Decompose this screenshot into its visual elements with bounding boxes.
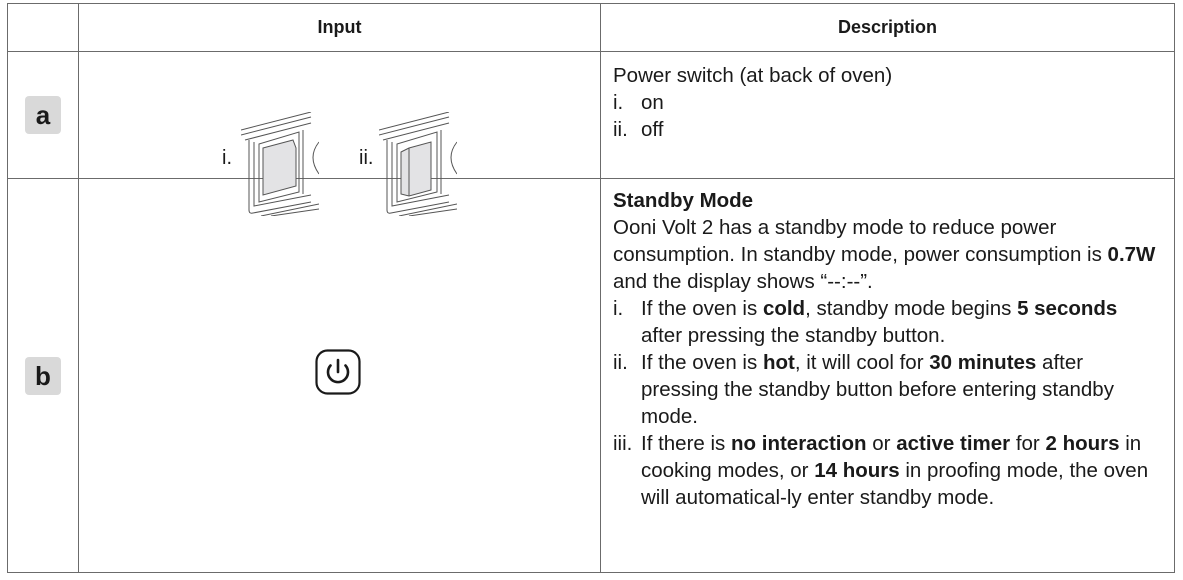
description-cell-b: Standby Mode Ooni Volt 2 has a standby m… [600,178,1175,573]
header-description: Description [600,3,1175,52]
description-list: i.If the oven is cold, standby mode begi… [613,295,1162,511]
list-item: ii.off [613,118,664,141]
list-item: iii.If there is no interaction or active… [613,432,1149,509]
key-badge-b: b [25,356,61,395]
description-intro: Ooni Volt 2 has a standby mode to reduce… [613,216,1156,293]
description-list: i.on ii.off [613,89,1162,143]
input-cell-a: i. ii. [78,51,601,216]
description-title: Standby Mode [613,189,754,212]
table-row-b: b Standby Mode Ooni Volt 2 has a standby… [7,178,1175,573]
list-item: i.on [613,91,664,114]
switch-label-off: ii. [359,147,374,169]
list-item: ii.If the oven is hot, it will cool for … [613,351,1114,428]
list-item: i.If the oven is cold, standby mode begi… [613,297,1118,347]
key-badge-a: a [25,96,61,134]
switch-label-on: i. [222,147,232,169]
description-cell-a: Power switch (at back of oven) i.on ii.o… [600,51,1175,179]
description-title: Power switch (at back of oven) [613,64,893,87]
header-input: Input [78,3,601,52]
power-icon [315,349,361,395]
header-row: Input Description [7,3,1175,52]
input-cell-b [78,178,601,573]
key-cell: b [7,178,79,573]
key-cell: a [7,51,79,179]
table-row-a: a i. ii. [7,51,1175,216]
header-key [7,3,79,52]
input-description-table: Input Description a i. ii. [7,3,1175,573]
